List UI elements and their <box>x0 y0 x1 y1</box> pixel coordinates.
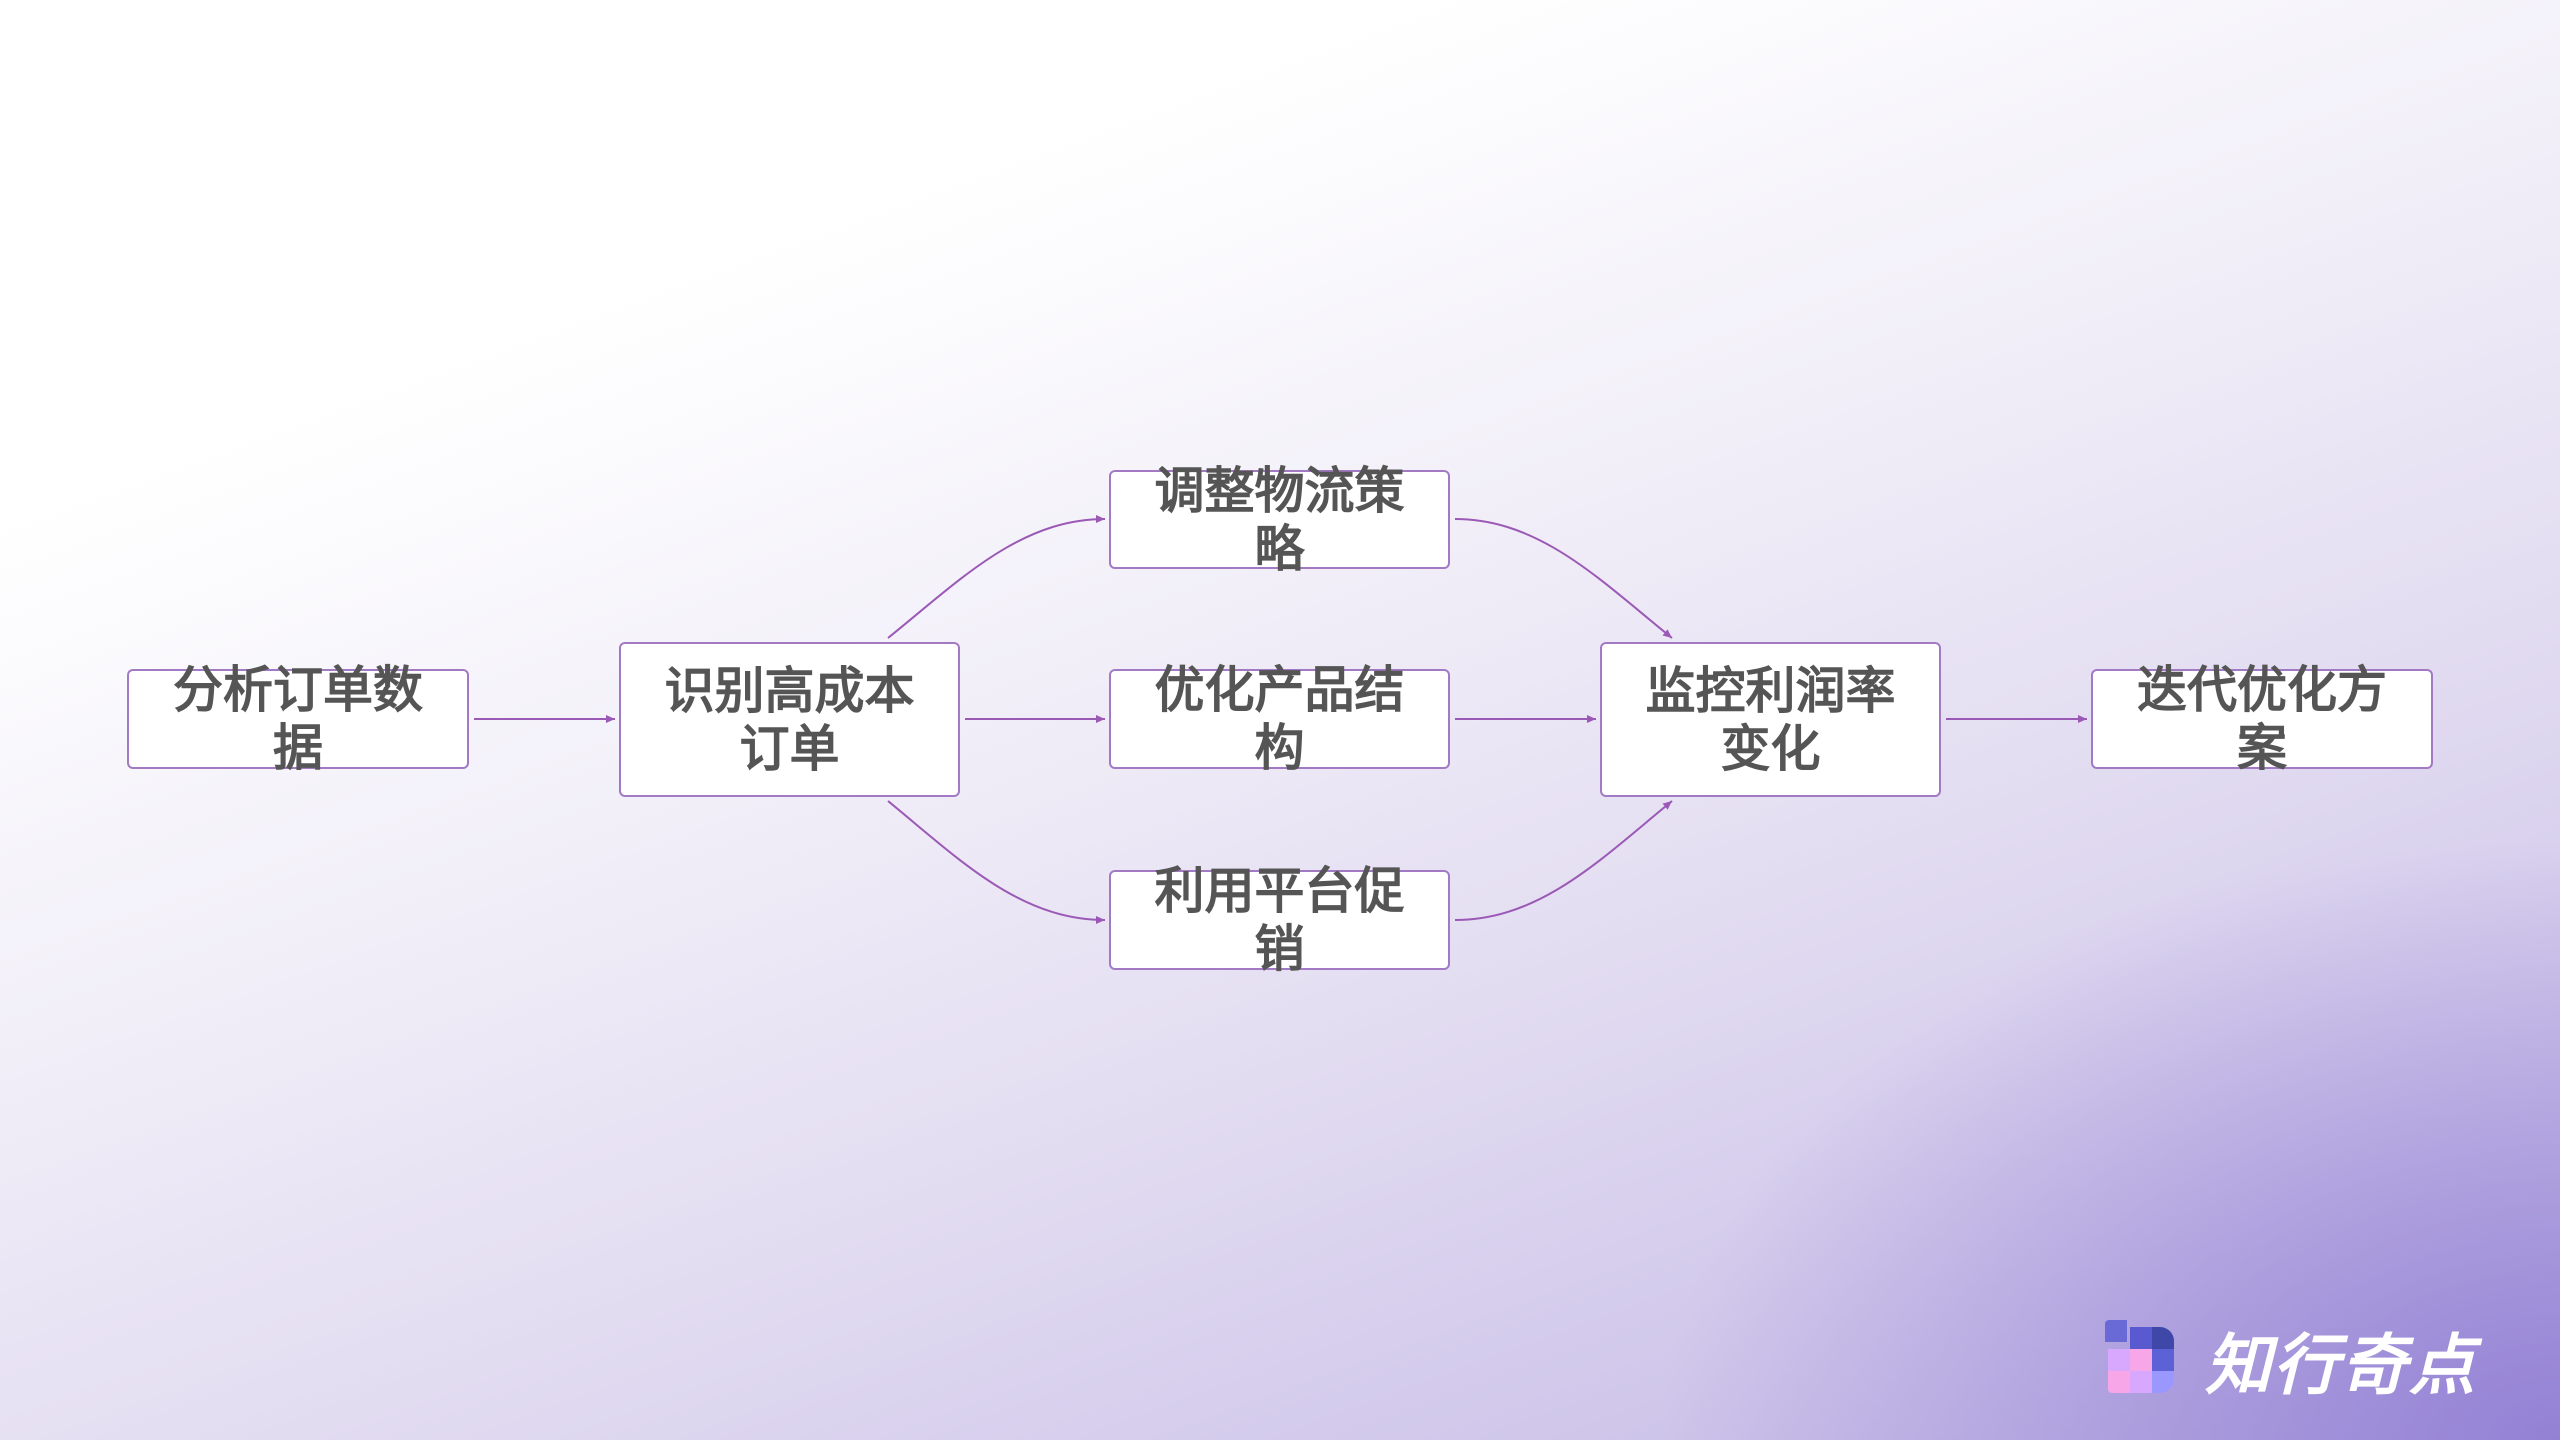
node-analyze-order-data: 分析订单数据 <box>127 661 469 777</box>
node-platform-promotion: 利用平台促销 <box>1109 862 1450 978</box>
edge-n2-n5 <box>887 800 1106 924</box>
node-identify-high-cost-orders: 识别高成本订单 <box>619 642 960 797</box>
node-optimize-product-structure: 优化产品结构 <box>1109 661 1450 777</box>
edge-n3-n6 <box>1454 518 1673 639</box>
edge-n5-n6 <box>1454 800 1673 921</box>
node-iterate-plan: 迭代优化方案 <box>2091 661 2433 777</box>
node-monitor-profit-margin: 监控利润率变化 <box>1600 642 1941 797</box>
edge-n2-n3 <box>887 515 1106 639</box>
brand-name: 知行奇点 <box>2205 1327 2477 1404</box>
pixel-grid-logo-icon <box>2100 1315 2180 1395</box>
node-adjust-logistics: 调整物流策略 <box>1109 462 1450 578</box>
